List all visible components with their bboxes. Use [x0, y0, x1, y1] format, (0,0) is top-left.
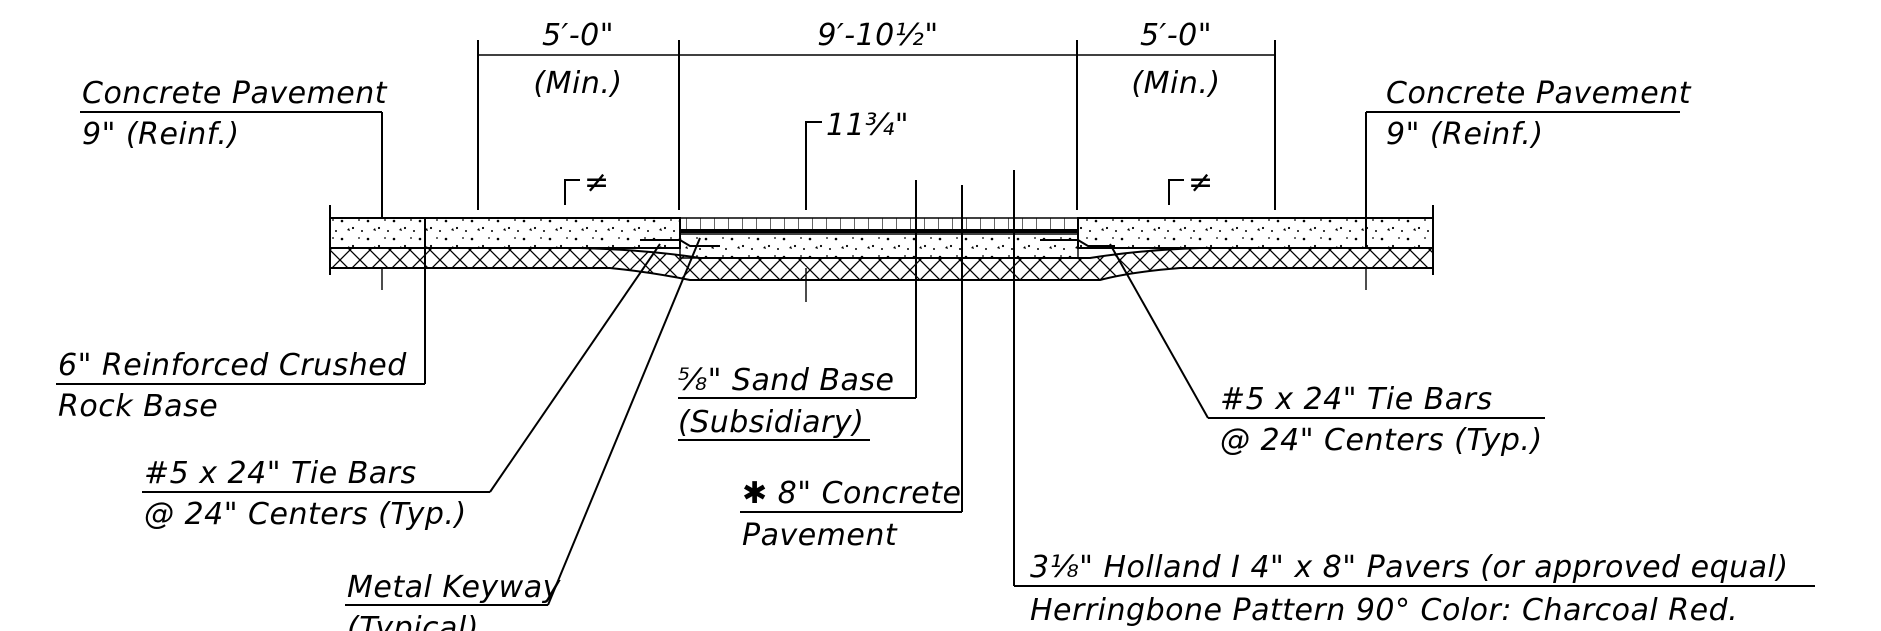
dimension-lines — [381, 40, 1367, 302]
callout-tie-bars-right: #5 x 24" Tie Bars @ 24" Centers (Typ.) — [1109, 243, 1545, 458]
metal-keyway-left — [640, 239, 720, 247]
callout-pavement-right: Concrete Pavement 9" (Reinf.) — [1365, 76, 1692, 218]
tie-bars-left-spacing: @ 24" Centers (Typ.) — [144, 497, 467, 532]
keyway-note: (Typical) — [347, 611, 479, 631]
dim-center-width: 9′-10½" — [817, 18, 938, 53]
marker-right — [1168, 179, 1184, 205]
metal-keyway-right — [1040, 239, 1115, 247]
concrete-pavement-left — [329, 217, 681, 249]
callout-pavers: 3⅛" Holland I 4" x 8" Pavers (or approve… — [1013, 170, 1815, 628]
concrete-pavement-right — [1077, 217, 1434, 249]
pavers-label: 3⅛" Holland I 4" x 8" Pavers (or approve… — [1030, 550, 1789, 585]
pavement-left-label: Concrete Pavement — [82, 76, 388, 111]
sand-base-label: ⅝" Sand Base — [678, 363, 894, 398]
tie-bars-right-spacing: @ 24" Centers (Typ.) — [1220, 423, 1543, 458]
pavers-pattern: Herringbone Pattern 90° Color: Charcoal … — [1030, 593, 1738, 628]
keyway-label: Metal Keyway — [347, 570, 562, 605]
concrete-label: ✱ 8" Concrete — [742, 476, 961, 511]
dim-right-note: (Min.) — [1131, 66, 1220, 101]
callout-keyway: Metal Keyway (Typical) — [345, 237, 701, 631]
marker-left-symbol: ≠ — [584, 165, 610, 200]
callout-pavement-left: Concrete Pavement 9" (Reinf.) — [80, 76, 388, 218]
tie-bars-left-label: #5 x 24" Tie Bars — [144, 456, 417, 491]
dim-left-width: 5′-0" — [542, 18, 614, 53]
callout-sand-base: ⅝" Sand Base (Subsidiary) — [678, 180, 917, 441]
dim-left-note: (Min.) — [533, 66, 622, 101]
dim-paver-thickness: 11¾" — [826, 108, 909, 143]
callout-base: 6" Reinforced Crushed Rock Base — [56, 248, 426, 424]
tie-bars-right-label: #5 x 24" Tie Bars — [1220, 382, 1493, 417]
marker-right-symbol: ≠ — [1188, 165, 1214, 200]
base-label: 6" Reinforced Crushed — [58, 348, 407, 383]
pavement-section — [329, 205, 1434, 281]
sand-base-note: (Subsidiary) — [678, 405, 864, 440]
sand-base — [679, 233, 1079, 259]
pavement-right-thickness: 9" (Reinf.) — [1386, 117, 1544, 152]
concrete-label-2: Pavement — [742, 518, 898, 553]
dim-right-width: 5′-0" — [1140, 18, 1212, 53]
callout-tie-bars-left: #5 x 24" Tie Bars @ 24" Centers (Typ.) — [142, 243, 661, 532]
base-label-2: Rock Base — [58, 389, 218, 424]
pavement-right-label: Concrete Pavement — [1386, 76, 1692, 111]
paver-course — [679, 217, 1079, 231]
callout-concrete: ✱ 8" Concrete Pavement — [740, 185, 963, 553]
marker-left — [564, 179, 580, 205]
pavement-left-thickness: 9" (Reinf.) — [82, 117, 240, 152]
